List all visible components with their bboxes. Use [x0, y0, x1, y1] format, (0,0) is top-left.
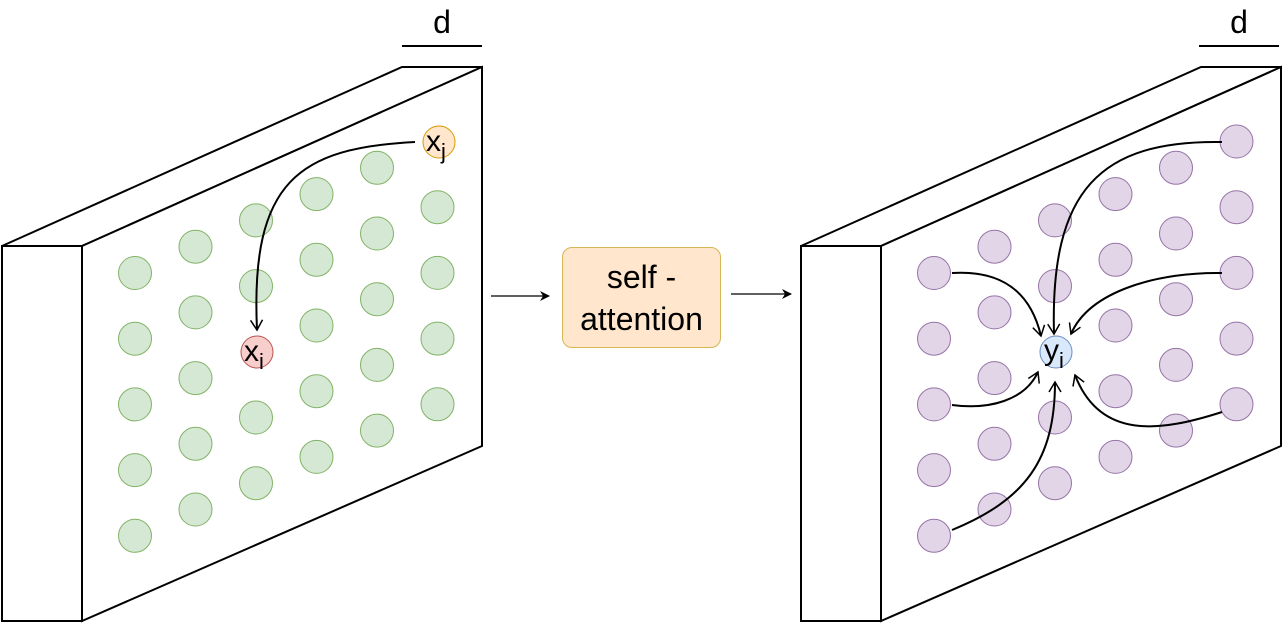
left-token-dot	[299, 308, 334, 343]
left-token-dot	[178, 229, 213, 264]
output-feature-map: d	[800, 4, 1282, 623]
query-token-base: x	[244, 335, 259, 368]
svg-text:yi: yi	[1044, 334, 1064, 373]
right-token-dot	[1098, 308, 1133, 343]
left-token-dot	[420, 255, 455, 290]
right-token-dot	[1159, 216, 1193, 251]
left-slab-front	[1, 245, 83, 622]
query-token: xi	[240, 335, 274, 374]
right-token-dot	[1159, 347, 1193, 382]
right-token-dot	[1159, 150, 1193, 185]
output-token-circle	[1039, 335, 1073, 369]
left-token-dot	[360, 150, 394, 185]
attention-arrows	[951, 140, 1223, 531]
left-token-dot	[239, 466, 273, 501]
left-token-dot	[360, 413, 394, 448]
attention-arrow-1	[1047, 140, 1223, 336]
right-token-dot	[1159, 282, 1193, 317]
right-token-dot	[917, 453, 951, 488]
left-token-dot	[360, 347, 394, 382]
left-token-dot	[420, 190, 455, 225]
right-token-dot	[1038, 466, 1072, 501]
right-token-dot	[1098, 177, 1133, 212]
query-token-subscript: i	[259, 349, 264, 374]
right-token-dot	[1219, 321, 1254, 356]
right-token-dot	[917, 387, 951, 422]
key-token-base: x	[426, 125, 441, 158]
right-dimension-label: d	[1230, 4, 1248, 40]
left-token-dot	[178, 295, 213, 330]
attention-arrow-4	[951, 370, 1040, 408]
right-token-dot	[917, 321, 951, 356]
right-token-dot	[917, 518, 951, 553]
right-token-dot	[977, 295, 1012, 330]
right-token-dot	[1038, 203, 1072, 238]
right-token-dot	[1098, 439, 1133, 474]
output-token: yi	[1039, 334, 1073, 373]
right-token-dot	[1219, 124, 1254, 159]
attention-arrow-6	[1072, 373, 1223, 428]
left-token-dot	[178, 492, 213, 527]
self-attention-line2: attention	[580, 300, 703, 337]
left-token-dot	[299, 242, 334, 277]
query-token-circle	[240, 335, 274, 369]
right-token-dot	[1098, 242, 1133, 277]
left-token-dot	[118, 453, 152, 488]
output-token-base: y	[1044, 334, 1059, 367]
svg-text:xj: xj	[426, 125, 446, 164]
right-token-dot	[977, 426, 1012, 461]
key-token-subscript: j	[440, 139, 446, 164]
left-dimension-label: d	[433, 4, 451, 40]
left-token-dot	[239, 400, 273, 435]
right-token-dot	[1159, 413, 1193, 448]
attention-arrow-3	[951, 271, 1046, 338]
right-token-dot	[1219, 387, 1254, 422]
right-token-dot	[977, 229, 1012, 264]
attention-arrow-5	[951, 380, 1062, 531]
left-token-dot	[118, 321, 152, 356]
left-token-dot	[118, 387, 152, 422]
left-token-dot	[178, 426, 213, 461]
right-token-dot	[1219, 190, 1254, 225]
left-token-grid	[118, 150, 455, 553]
svg-text:xi: xi	[244, 335, 264, 374]
key-to-query-arrow	[249, 141, 416, 332]
right-token-dot	[977, 492, 1012, 527]
right-token-dot	[917, 256, 951, 290]
left-token-dot	[118, 256, 152, 290]
right-slab-front	[800, 245, 882, 622]
left-token-dot	[299, 439, 334, 474]
left-token-dot	[360, 216, 394, 251]
key-token-circle	[422, 125, 456, 159]
self-attention-box: self - attention	[562, 247, 721, 348]
output-token-subscript: i	[1059, 348, 1064, 373]
left-token-dot	[299, 374, 334, 409]
right-token-dot	[1038, 400, 1072, 435]
left-token-dot	[118, 518, 152, 553]
right-token-dot	[1098, 374, 1133, 409]
left-token-dot	[360, 282, 394, 317]
self-attention-line1: self -	[606, 258, 677, 295]
left-token-dot	[299, 177, 334, 212]
key-token: xj	[422, 125, 456, 164]
input-feature-map: d	[1, 4, 483, 623]
left-token-dot	[420, 321, 455, 356]
right-token-dot	[977, 361, 1012, 396]
right-token-dot	[1219, 255, 1254, 290]
left-token-dot	[420, 387, 455, 422]
left-token-dot	[178, 361, 213, 396]
attention-arrow-2	[1068, 271, 1223, 336]
